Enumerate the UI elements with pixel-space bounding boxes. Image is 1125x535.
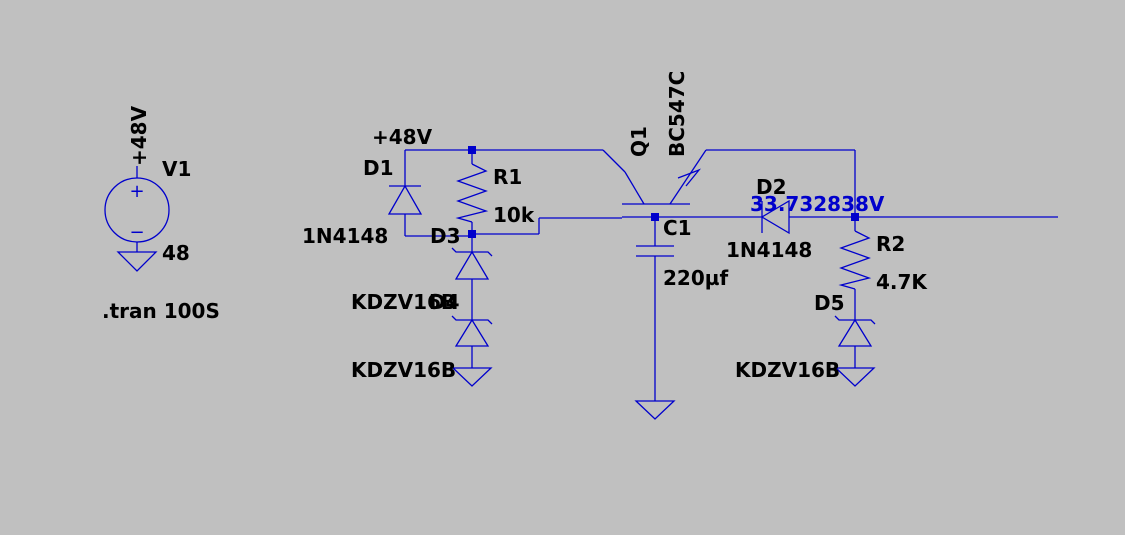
d1-value: 1N4148 xyxy=(302,224,388,248)
v1-net-label: +48V xyxy=(127,105,151,166)
d4-name: D4 xyxy=(429,290,460,314)
c1-value: 220µf xyxy=(663,266,728,290)
v1-value: 48 xyxy=(162,241,190,265)
ground-icon xyxy=(834,367,876,387)
resistor-r1[interactable] xyxy=(455,163,489,223)
junction-node xyxy=(851,213,859,221)
ground-icon xyxy=(116,251,158,272)
tran-directive[interactable]: .tran 100S xyxy=(102,299,220,323)
junction-node xyxy=(468,230,476,238)
capacitor-icon xyxy=(636,245,674,257)
junction-nodes xyxy=(468,146,859,238)
d4-value: KDZV16B xyxy=(351,358,456,382)
diode-icon xyxy=(760,199,790,235)
d1-name: D1 xyxy=(363,156,394,180)
q1-value: BC547C xyxy=(665,71,689,157)
v1-plus-sign: + xyxy=(129,181,144,202)
d2-value: 1N4148 xyxy=(726,238,812,262)
resistor-icon xyxy=(838,230,872,290)
d5-name: D5 xyxy=(814,291,845,315)
net-label-48v: +48V xyxy=(372,125,433,149)
d3-name: D3 xyxy=(430,224,461,248)
zener-d4[interactable] xyxy=(451,315,493,387)
zener-d5[interactable] xyxy=(834,315,876,387)
capacitor-c1[interactable] xyxy=(634,245,676,420)
junction-node xyxy=(651,213,659,221)
voltage-source-v1[interactable]: + − xyxy=(104,166,170,272)
zener-diode-icon xyxy=(834,315,876,347)
q1-name: Q1 xyxy=(627,126,651,157)
r1-value: 10k xyxy=(493,203,535,227)
zener-diode-icon xyxy=(451,247,493,280)
transistor-q1[interactable] xyxy=(622,149,707,205)
r2-value: 4.7K xyxy=(876,270,928,294)
npn-transistor-icon xyxy=(622,149,707,205)
diode-d2[interactable] xyxy=(760,199,790,235)
d2-name: D2 xyxy=(756,175,787,199)
zener-d3[interactable] xyxy=(451,247,493,280)
v1-minus-sign: − xyxy=(129,222,144,243)
wires xyxy=(404,149,1058,401)
d5-value: KDZV16B xyxy=(735,358,840,382)
zener-diode-icon xyxy=(451,315,493,347)
ground-icon xyxy=(634,400,676,420)
c1-name: C1 xyxy=(663,216,692,240)
r2-name: R2 xyxy=(876,232,905,256)
ground-icon xyxy=(451,367,493,387)
junction-node xyxy=(468,146,476,154)
resistor-icon xyxy=(455,163,489,223)
resistor-r2[interactable] xyxy=(838,230,872,290)
node-voltage-probe: 33.732838V xyxy=(750,192,885,216)
diode-icon xyxy=(387,184,423,215)
r1-name: R1 xyxy=(493,165,522,189)
diode-d1[interactable] xyxy=(387,184,423,215)
d3-value: KDZV16B xyxy=(351,290,456,314)
v1-name: V1 xyxy=(162,157,191,181)
